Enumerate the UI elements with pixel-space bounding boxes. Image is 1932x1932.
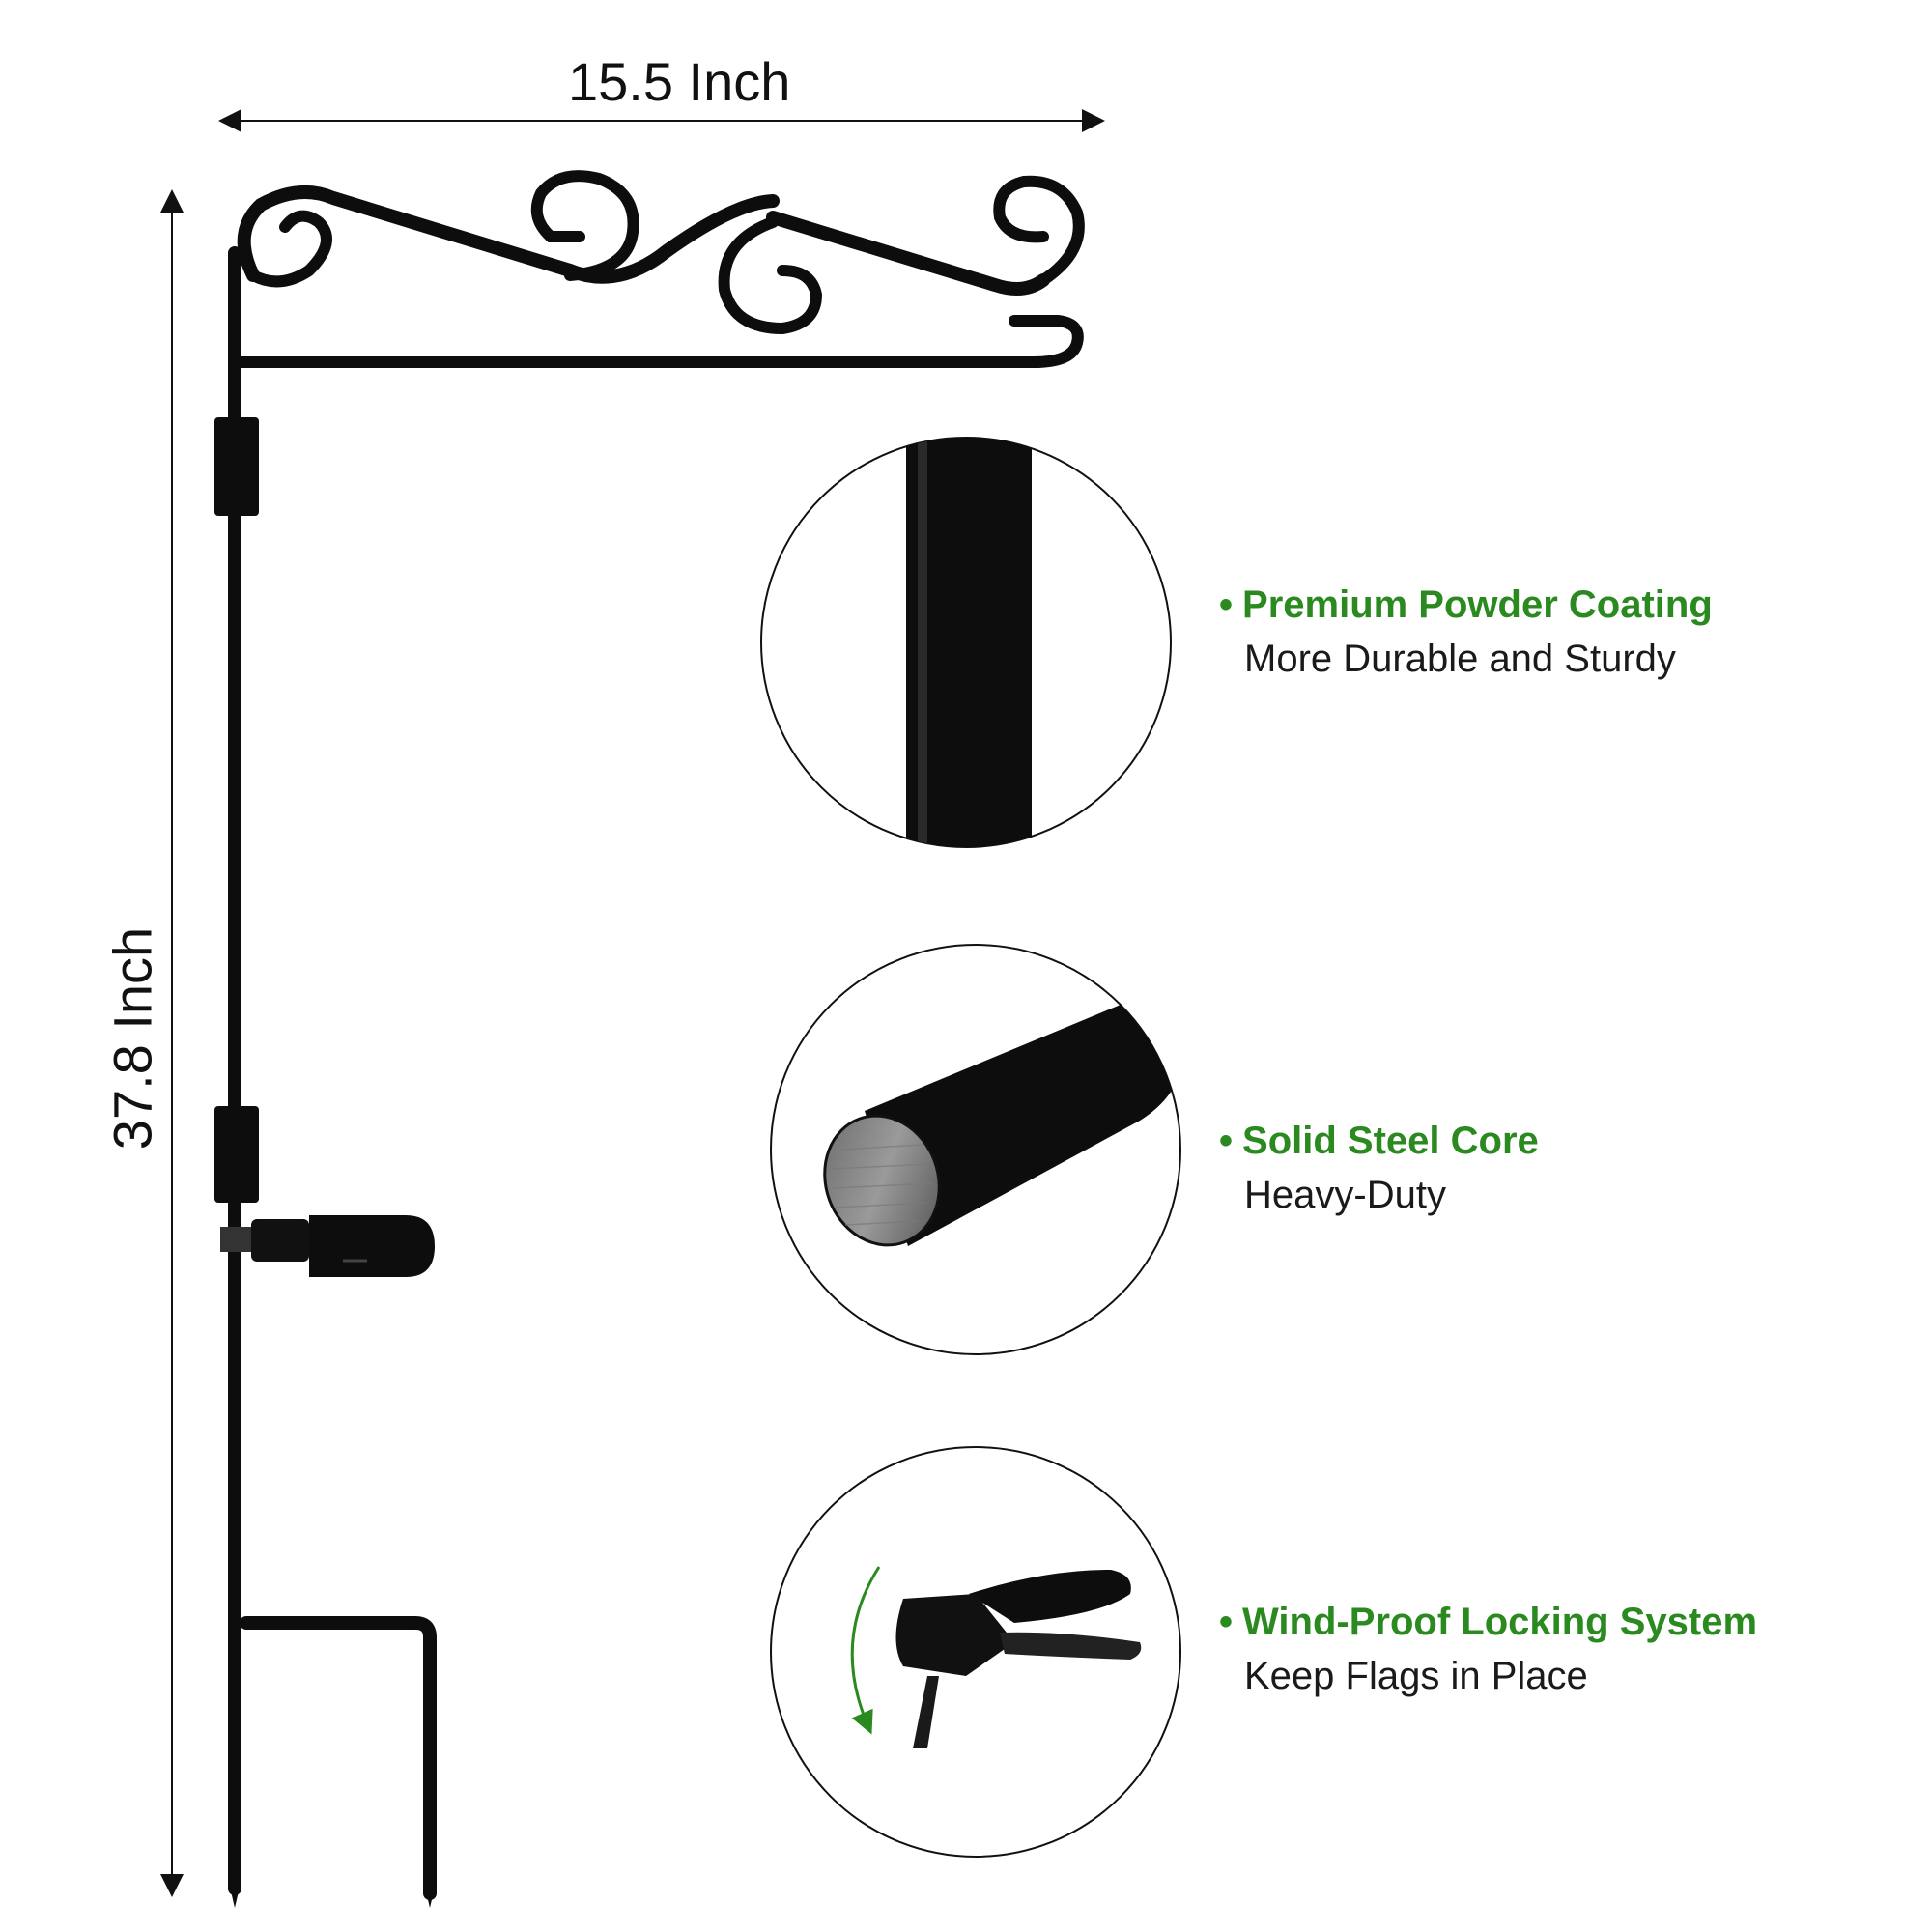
steel-core-icon [770, 944, 1181, 1355]
bullet-icon: • [1219, 1120, 1234, 1162]
feature-powder-coating: •Premium Powder Coating More Durable and… [1219, 578, 1713, 686]
locking-clip-closeup-icon [770, 1446, 1181, 1858]
feature-title: •Premium Powder Coating [1219, 578, 1713, 632]
pole-joint [214, 1106, 259, 1203]
pole-closeup-icon [760, 437, 1172, 848]
feature-title-text: Solid Steel Core [1242, 1120, 1539, 1162]
feature-subtitle: Heavy-Duty [1244, 1174, 1446, 1216]
feature-steel-core: •Solid Steel Core Heavy-Duty [1219, 1114, 1539, 1222]
rotation-arrow-icon [850, 1566, 881, 1735]
pole-spike [228, 1879, 242, 1908]
width-dimension-label: 15.5 Inch [568, 51, 791, 112]
feature-title: •Wind-Proof Locking System [1219, 1595, 1757, 1649]
feature-title: •Solid Steel Core [1219, 1114, 1539, 1168]
pole-clip-icon [220, 1215, 435, 1277]
feature-subtitle: More Durable and Sturdy [1244, 638, 1676, 680]
fork-spike [423, 1879, 437, 1908]
feature-title-text: Premium Powder Coating [1242, 583, 1713, 626]
feature-locking-system: •Wind-Proof Locking System Keep Flags in… [1219, 1595, 1757, 1703]
flag-stand-icon [228, 170, 1085, 1900]
height-dimension-label: 37.8 Inch [101, 926, 163, 1151]
pole-joint [214, 417, 259, 516]
feature-title-text: Wind-Proof Locking System [1242, 1601, 1758, 1643]
feature-subtitle: Keep Flags in Place [1244, 1655, 1588, 1697]
bullet-icon: • [1219, 1601, 1234, 1643]
bullet-icon: • [1219, 583, 1234, 626]
